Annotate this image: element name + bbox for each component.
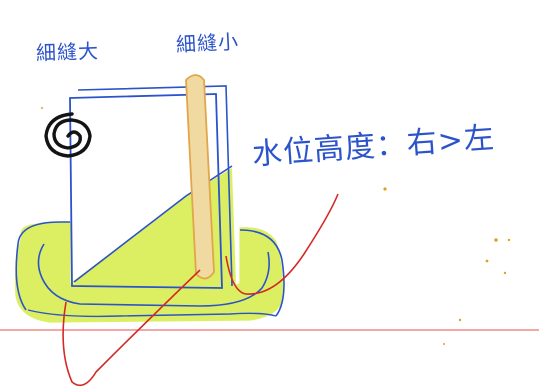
spacer-stick <box>185 74 215 280</box>
speck <box>443 343 445 345</box>
label-wide-gap: 細縫大 <box>35 38 100 66</box>
speck <box>458 318 462 322</box>
speck <box>503 271 507 275</box>
arrow-left-level <box>62 269 201 387</box>
clip-spiral <box>44 112 92 158</box>
arrow-right-level <box>225 193 339 295</box>
speck <box>41 107 43 109</box>
glass-plate-front <box>69 93 223 289</box>
label-narrow-gap: 細縫小 <box>175 29 240 57</box>
basin-bottom-outline <box>27 309 277 318</box>
speck <box>507 238 511 242</box>
speck <box>494 238 498 242</box>
meniscus-line <box>73 165 233 283</box>
glass-plate-back <box>77 85 233 287</box>
basin-inner-outline <box>37 243 270 307</box>
speck <box>383 187 387 191</box>
basin-outline <box>15 221 285 317</box>
speck <box>485 259 489 263</box>
